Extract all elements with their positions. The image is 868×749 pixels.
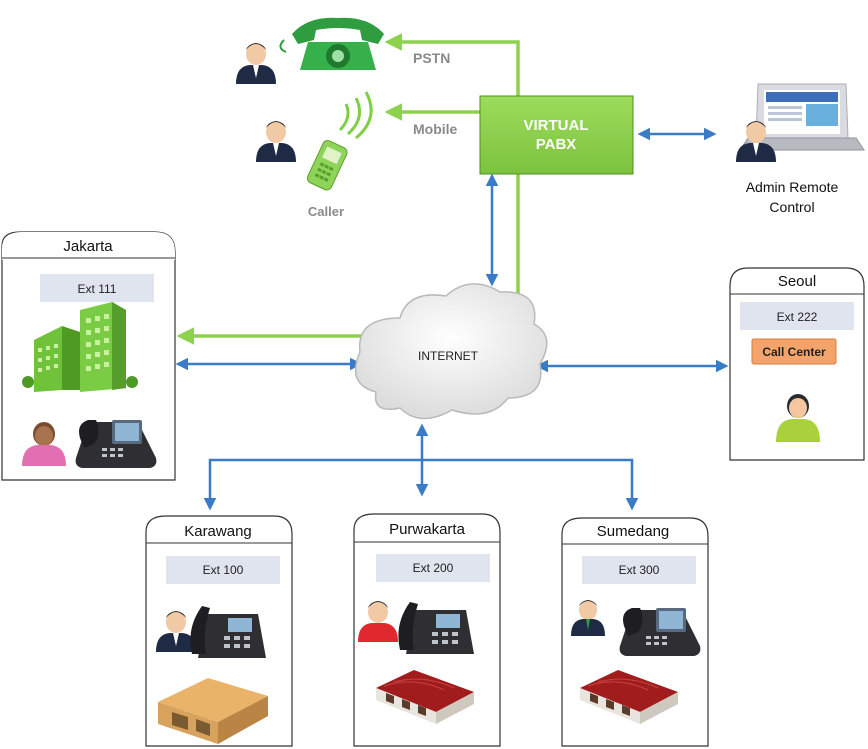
- phone-icon: [279, 17, 384, 70]
- admin-label-line2: Control: [769, 199, 814, 215]
- site-jakarta-name: Jakarta: [63, 238, 113, 255]
- site-seoul-name: Seoul: [778, 273, 816, 290]
- pabx-title-line2: PABX: [536, 136, 577, 153]
- pstn-label: PSTN: [413, 50, 450, 66]
- person-icon: [22, 422, 66, 466]
- warehouse-icon: [158, 678, 268, 744]
- person-icon: [776, 394, 820, 442]
- site-sumedang-ext: Ext 300: [619, 563, 660, 577]
- ip-phone-icon: [190, 606, 266, 658]
- admin-label-line1: Admin Remote: [746, 179, 839, 195]
- caller-label: Caller: [308, 204, 344, 219]
- site-jakarta-ext: Ext 111: [78, 282, 117, 296]
- mobile-phone-icon: [306, 140, 348, 191]
- site-karawang-ext: Ext 100: [203, 563, 244, 577]
- site-purwakarta-ext: Ext 200: [413, 561, 454, 575]
- site-jakarta: Jakarta Ext 111: [1, 231, 176, 481]
- site-purwakarta-name: Purwakarta: [389, 521, 466, 538]
- person-icon: [236, 43, 276, 84]
- site-purwakarta: Purwakarta Ext 200: [353, 513, 501, 747]
- site-seoul-ext: Ext 222: [777, 310, 818, 324]
- caller-person-icon: [256, 121, 296, 162]
- laptop-icon: [739, 83, 865, 151]
- site-seoul: Seoul Ext 222 Call Center: [729, 267, 865, 461]
- virtual-pabx: VIRTUAL PABX: [479, 95, 634, 175]
- cloud-icon: [354, 283, 548, 420]
- building-icon: [22, 302, 138, 392]
- ip-phone-icon: [398, 602, 474, 654]
- site-karawang-name: Karawang: [184, 523, 252, 540]
- site-sumedang-name: Sumedang: [597, 523, 670, 540]
- site-sumedang: Sumedang Ext 300: [561, 517, 709, 747]
- site-karawang: Karawang Ext 100: [145, 515, 293, 747]
- internet-label: INTERNET: [418, 349, 479, 363]
- call-center-badge: Call Center: [762, 345, 826, 359]
- pabx-title-line1: VIRTUAL: [524, 117, 589, 134]
- signal-waves-icon: [338, 91, 373, 140]
- blue-links: [175, 127, 729, 511]
- person-icon: [571, 600, 605, 636]
- mobile-label: Mobile: [413, 121, 458, 137]
- person-icon: [358, 601, 398, 642]
